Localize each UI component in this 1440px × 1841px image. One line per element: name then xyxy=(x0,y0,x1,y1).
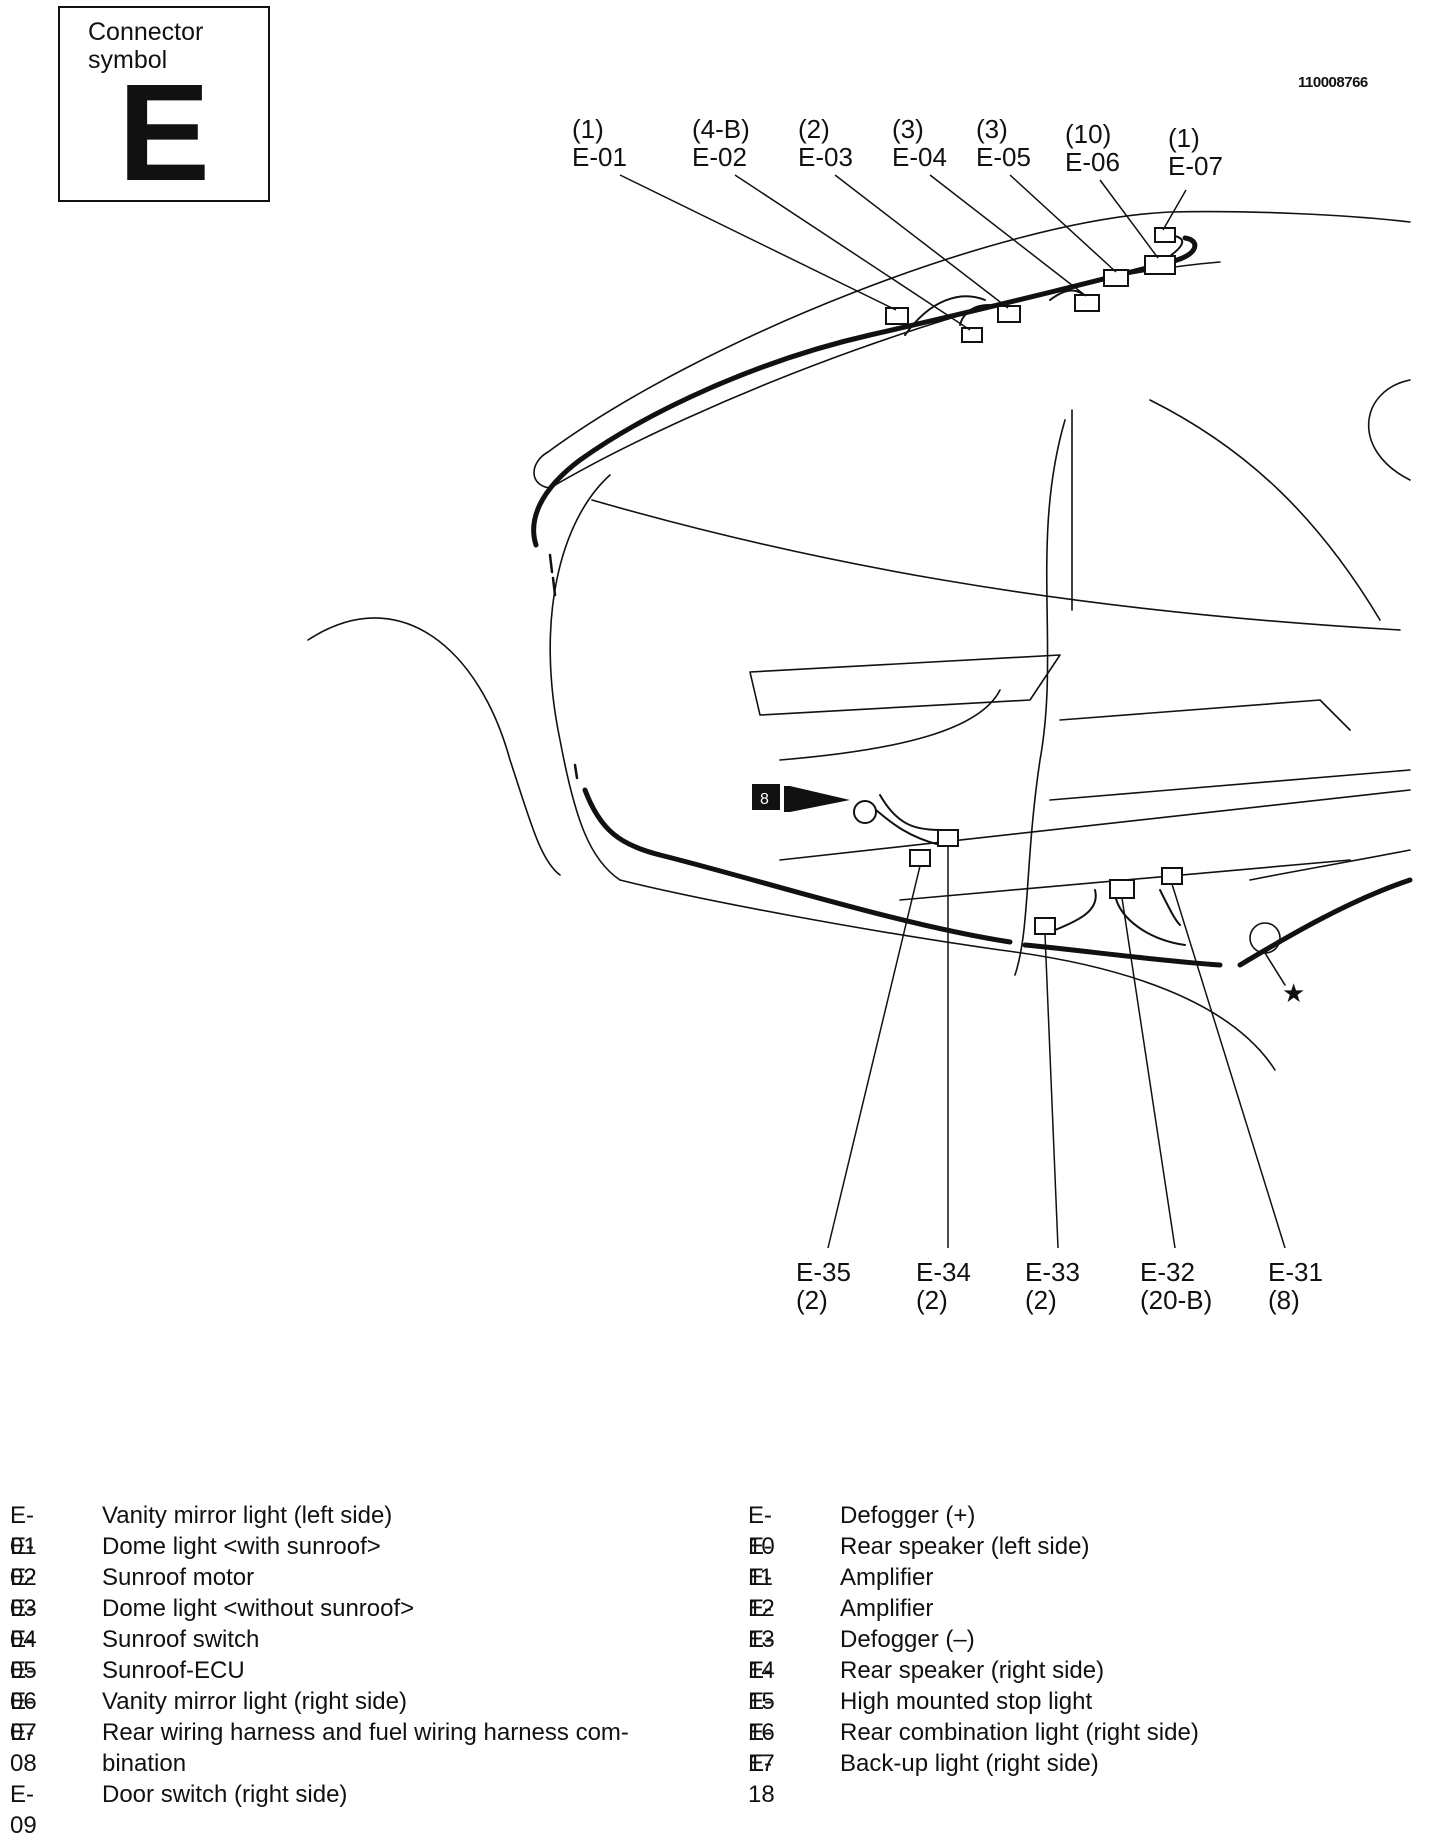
legend-label: Defogger (–) xyxy=(840,1626,975,1653)
legend-right-column: E-10 Defogger (+) E-11 Rear speaker (lef… xyxy=(748,1500,1438,1820)
side-harness xyxy=(582,787,1013,945)
body-side-outline xyxy=(549,474,621,881)
callout-e02: (4-B)E-02 xyxy=(692,114,750,172)
legend-code: E-01 xyxy=(10,1502,37,1560)
callout-e04: (3)E-04 xyxy=(892,114,947,172)
connector-e02 xyxy=(961,327,983,343)
legend-code: E-04 xyxy=(10,1595,37,1653)
connector-e33 xyxy=(1034,917,1056,935)
connector-e07 xyxy=(1154,227,1176,243)
callout-e01: (1)E-01 xyxy=(572,114,627,172)
legend-label: Back-up light (right side) xyxy=(840,1750,1099,1777)
connector-symbol-caption: Connector symbol xyxy=(88,18,204,74)
legend-label: Amplifier xyxy=(840,1564,934,1591)
callout-e05: (3)E-05 xyxy=(976,114,1031,172)
legend-code: E-17 xyxy=(748,1719,775,1777)
legend-label: Amplifier xyxy=(840,1595,934,1622)
legend-label: Rear speaker (left side) xyxy=(840,1533,1090,1560)
legend-label: Vanity mirror light (left side) xyxy=(102,1502,393,1529)
legend-label: Dome light <without sunroof> xyxy=(102,1595,415,1622)
legend-code: E-08 xyxy=(10,1719,37,1777)
legend-code: E-15 xyxy=(748,1657,775,1715)
legend-left-column: E-01 Vanity mirror light (left side) E-0… xyxy=(10,1500,720,1839)
connector-e03 xyxy=(997,305,1021,323)
legend-code: E-02 xyxy=(10,1533,37,1591)
legend-label: Vanity mirror light (right side) xyxy=(102,1688,407,1715)
legend-label: Sunroof-ECU xyxy=(102,1657,245,1684)
callout-e07: (1)E-07 xyxy=(1168,123,1223,181)
legend-label: Door switch (right side) xyxy=(102,1781,348,1808)
callout-e33: E-33(2) xyxy=(1025,1257,1080,1315)
legend-label: High mounted stop light xyxy=(840,1688,1093,1715)
floor-harness xyxy=(1022,942,1223,968)
legend-code: E-14 xyxy=(748,1626,775,1684)
legend-label: Rear wiring harness and fuel wiring harn… xyxy=(102,1719,629,1777)
wheel-arch xyxy=(307,617,561,876)
roof-harness xyxy=(531,235,1198,548)
connector-e31 xyxy=(1161,867,1183,885)
legend-code: E-03 xyxy=(10,1564,37,1622)
rear-harness xyxy=(1237,877,1413,968)
connector-e35 xyxy=(909,849,931,867)
connector-e05 xyxy=(1103,269,1129,287)
connector-e32 xyxy=(1109,879,1135,899)
ground-marker-arrow xyxy=(784,786,850,812)
legend-code: E-12 xyxy=(748,1564,775,1622)
legend-code: E-09 xyxy=(10,1781,37,1839)
connector-e34 xyxy=(937,829,959,847)
legend-label: Defogger (+) xyxy=(840,1502,976,1529)
callout-e03: (2)E-03 xyxy=(798,114,853,172)
legend-label: Dome light <with sunroof> xyxy=(102,1533,381,1560)
callout-e34: E-34(2) xyxy=(916,1257,971,1315)
connector-e08 xyxy=(853,800,877,824)
ground-marker-label: 8 xyxy=(760,791,769,808)
connector-e04 xyxy=(1074,294,1100,312)
legend-code: E-16 xyxy=(748,1688,775,1746)
legend-code: E-10 xyxy=(748,1502,775,1560)
document-id: 110008766 xyxy=(1298,74,1368,91)
legend-code: E-11 xyxy=(748,1533,773,1591)
connector-symbol-letter: E xyxy=(118,56,211,210)
roof-outline xyxy=(547,210,1411,453)
legend-label: Rear speaker (right side) xyxy=(840,1657,1105,1684)
callout-e32: E-32(20-B) xyxy=(1140,1257,1213,1315)
legend-code: E-06 xyxy=(10,1657,37,1715)
ground-marker-box xyxy=(752,784,780,810)
legend-code: E-05 xyxy=(10,1626,37,1684)
callout-e06: (10)E-06 xyxy=(1065,119,1120,177)
legend-label: Sunroof motor xyxy=(102,1564,255,1591)
legend-code: E-13 xyxy=(748,1595,775,1653)
callout-e35: E-35(2) xyxy=(796,1257,851,1315)
connector-symbol-box: Connector symbol E xyxy=(58,6,270,202)
legend-label: Sunroof switch xyxy=(102,1626,260,1653)
connector-e01 xyxy=(885,307,909,325)
connector-e06 xyxy=(1144,255,1176,275)
star-icon: ★ xyxy=(1282,978,1305,1008)
legend-label: Rear combination light (right side) xyxy=(840,1719,1199,1746)
callout-e31: E-31(8) xyxy=(1268,1257,1323,1315)
legend-code: E-18 xyxy=(748,1750,775,1808)
legend-code: E-07 xyxy=(10,1688,37,1746)
